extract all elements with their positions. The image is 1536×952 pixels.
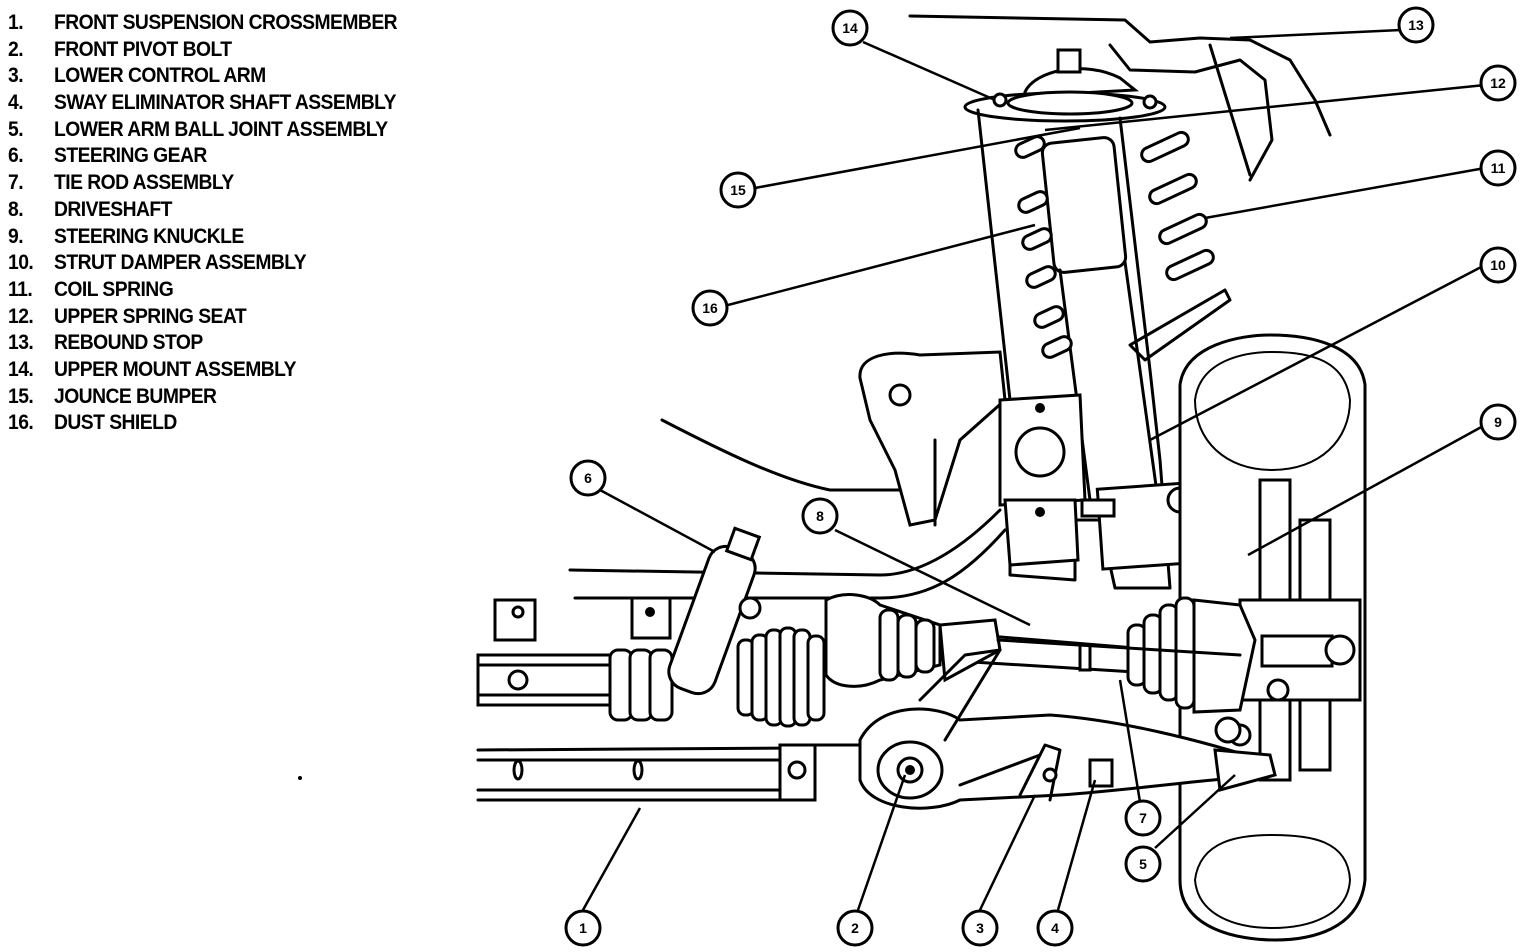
legend-item: 8. DRIVESHAFT [8, 197, 397, 224]
callout-3: 3 [961, 909, 999, 947]
legend-number: 6. [8, 144, 24, 168]
legend-label: STEERING GEAR [54, 144, 207, 168]
legend-label: DUST SHIELD [54, 411, 177, 435]
callout-number: 1 [579, 920, 587, 936]
legend-item: 9. STEERING KNUCKLE [8, 224, 397, 251]
legend-number: 16. [8, 411, 34, 435]
legend-number: 10. [8, 251, 34, 275]
legend-number: 2. [8, 37, 24, 61]
legend-label: UPPER MOUNT ASSEMBLY [54, 357, 296, 381]
front-suspension-crossmember [476, 743, 817, 802]
leader-lines [581, 28, 1486, 911]
callout-12: 12 [1479, 64, 1517, 102]
callout-6: 6 [569, 459, 607, 497]
callout-number: 11 [1491, 160, 1506, 176]
callout-number: 3 [976, 920, 984, 936]
legend-item: 11. COIL SPRING [8, 277, 397, 304]
legend-label: STEERING KNUCKLE [54, 224, 244, 248]
legend-item: 6. STEERING GEAR [8, 143, 397, 170]
legend-item: 16. DUST SHIELD [8, 410, 397, 437]
legend-number: 1. [8, 11, 24, 34]
legend-label: LOWER ARM BALL JOINT ASSEMBLY [54, 117, 388, 141]
legend-label: STRUT DAMPER ASSEMBLY [54, 251, 307, 275]
legend-item: 15. JOUNCE BUMPER [8, 384, 397, 411]
legend-item: 12. UPPER SPRING SEAT [8, 304, 397, 331]
legend-label: FRONT PIVOT BOLT [54, 37, 232, 61]
callout-number: 5 [1139, 856, 1147, 872]
legend-label: DRIVESHAFT [54, 197, 172, 221]
legend-item: 14. UPPER MOUNT ASSEMBLY [8, 357, 397, 384]
callout-number: 12 [1490, 75, 1506, 91]
legend-label: TIE ROD ASSEMBLY [54, 171, 234, 195]
legend-item: 10. STRUT DAMPER ASSEMBLY [8, 250, 397, 277]
legend-item: 4. SWAY ELIMINATOR SHAFT ASSEMBLY [8, 90, 397, 117]
legend-number: 11. [8, 277, 33, 301]
legend-number: 8. [8, 197, 24, 221]
legend-item: 2. FRONT PIVOT BOLT [8, 37, 397, 64]
callout-number: 13 [1408, 17, 1424, 33]
sway-eliminator-shaft [1018, 743, 1114, 802]
callout-1: 1 [564, 909, 602, 947]
legend-label: JOUNCE BUMPER [54, 384, 217, 408]
legend-number: 15. [8, 384, 34, 408]
driveshaft [824, 593, 1257, 714]
legend-item: 5. LOWER ARM BALL JOINT ASSEMBLY [8, 117, 397, 144]
legend-label: FRONT SUSPENSION CROSSMEMBER [54, 11, 398, 34]
legend-label: UPPER SPRING SEAT [54, 304, 247, 328]
legend-label: LOWER CONTROL ARM [54, 64, 266, 88]
callout-number: 16 [702, 300, 718, 316]
legend-item: 7. TIE ROD ASSEMBLY [8, 170, 397, 197]
legend-label: REBOUND STOP [54, 331, 203, 355]
callout-15: 15 [719, 171, 757, 209]
legend-label: COIL SPRING [54, 277, 174, 301]
legend-item: 1. FRONT SUSPENSION CROSSMEMBER [8, 10, 398, 37]
legend-number: 4. [8, 91, 24, 115]
stray-dot [298, 776, 302, 780]
legend-number: 5. [8, 117, 24, 141]
legend-number: 12. [8, 304, 34, 328]
legend-number: 7. [8, 171, 24, 195]
legend-number: 9. [8, 224, 24, 248]
callout-4: 4 [1036, 909, 1074, 947]
upper-mount-assembly [963, 48, 1167, 123]
callout-10: 10 [1479, 246, 1517, 284]
legend-number: 3. [8, 64, 24, 88]
callout-8: 8 [801, 497, 839, 535]
callout-number: 8 [816, 508, 824, 524]
parts-legend: 1. FRONT SUSPENSION CROSSMEMBER 2. FRONT P… [8, 10, 431, 437]
steering-rack-boot [736, 626, 826, 728]
callout-number: 9 [1494, 414, 1502, 430]
legend-item: 13. REBOUND STOP [8, 330, 397, 357]
callout-9: 9 [1479, 403, 1517, 441]
callout-number: 14 [842, 20, 858, 36]
callout-14: 14 [831, 9, 869, 47]
callout-number: 10 [1490, 257, 1506, 273]
callout-7: 7 [1124, 799, 1162, 837]
callout-number: 15 [730, 182, 746, 198]
callout-16: 16 [691, 289, 729, 327]
callout-11: 11 [1479, 149, 1517, 187]
callout-number: 6 [584, 470, 592, 486]
callout-number: 4 [1051, 920, 1059, 936]
frame-rail [493, 508, 1007, 642]
callout-number: 7 [1139, 810, 1147, 826]
callout-number: 2 [851, 920, 859, 936]
body-panel [660, 14, 1332, 492]
steering-gear [476, 526, 762, 722]
callout-5: 5 [1124, 845, 1162, 883]
legend-item: 3. LOWER CONTROL ARM [8, 63, 397, 90]
callout-2: 2 [836, 909, 874, 947]
legend-number: 14. [8, 357, 34, 381]
callout-13: 13 [1397, 6, 1435, 44]
legend-number: 13. [8, 331, 34, 355]
legend-label: SWAY ELIMINATOR SHAFT ASSEMBLY [54, 91, 397, 115]
coil-spring [1014, 130, 1232, 362]
lower-control-arm [778, 648, 1270, 810]
